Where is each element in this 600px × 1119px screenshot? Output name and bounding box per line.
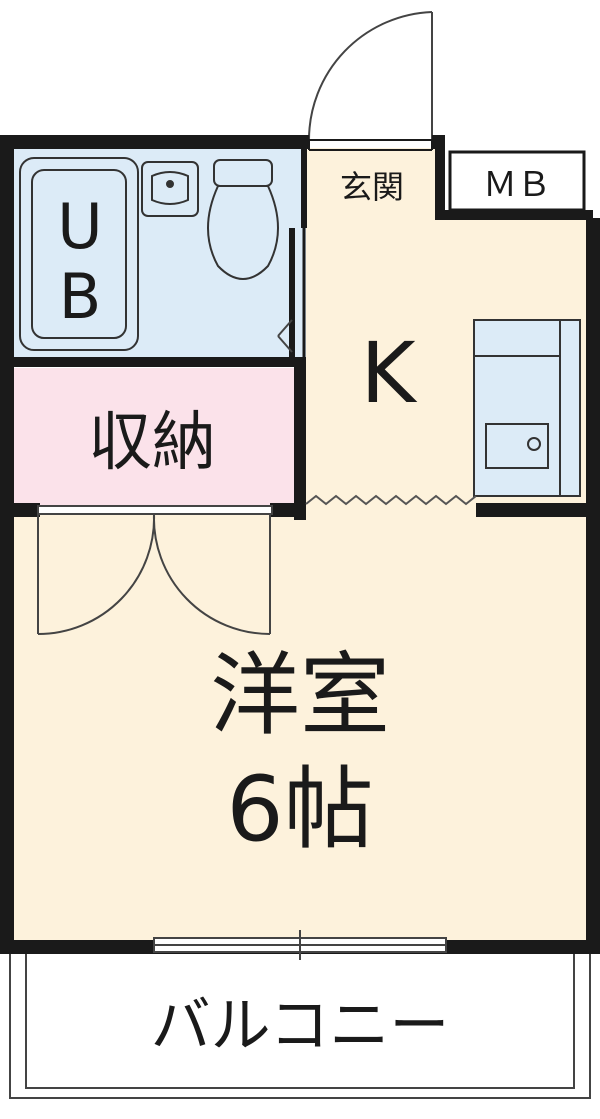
label-balcony: バルコニー [151,991,450,1061]
toilet [207,159,279,280]
label-ub-u: U [57,190,102,263]
genkan-area [306,148,438,214]
label-western-room: 洋室 [210,643,390,748]
storage-doors [37,505,273,635]
kitchen-room-partition [305,494,477,506]
entrance-door [308,11,433,141]
balcony-window [153,930,447,960]
balcony [9,954,591,1099]
kitchen-counter [473,319,581,497]
bath-area [14,148,306,358]
label-ub-b: B [59,260,102,333]
bath-door [277,319,293,353]
label-western-room-size: 6帖 [226,757,373,862]
label-kitchen: K [360,324,417,422]
entrance-threshold [308,139,433,151]
interior-walls [14,148,593,520]
western-room-area [14,508,586,940]
bathtub [19,157,139,351]
label-genkan: 玄関 [340,168,404,206]
label-storage: 収納 [88,406,216,480]
storage-area [14,368,300,508]
wash-basin [141,161,199,217]
label-meter-box: ＭＢ [483,165,551,205]
